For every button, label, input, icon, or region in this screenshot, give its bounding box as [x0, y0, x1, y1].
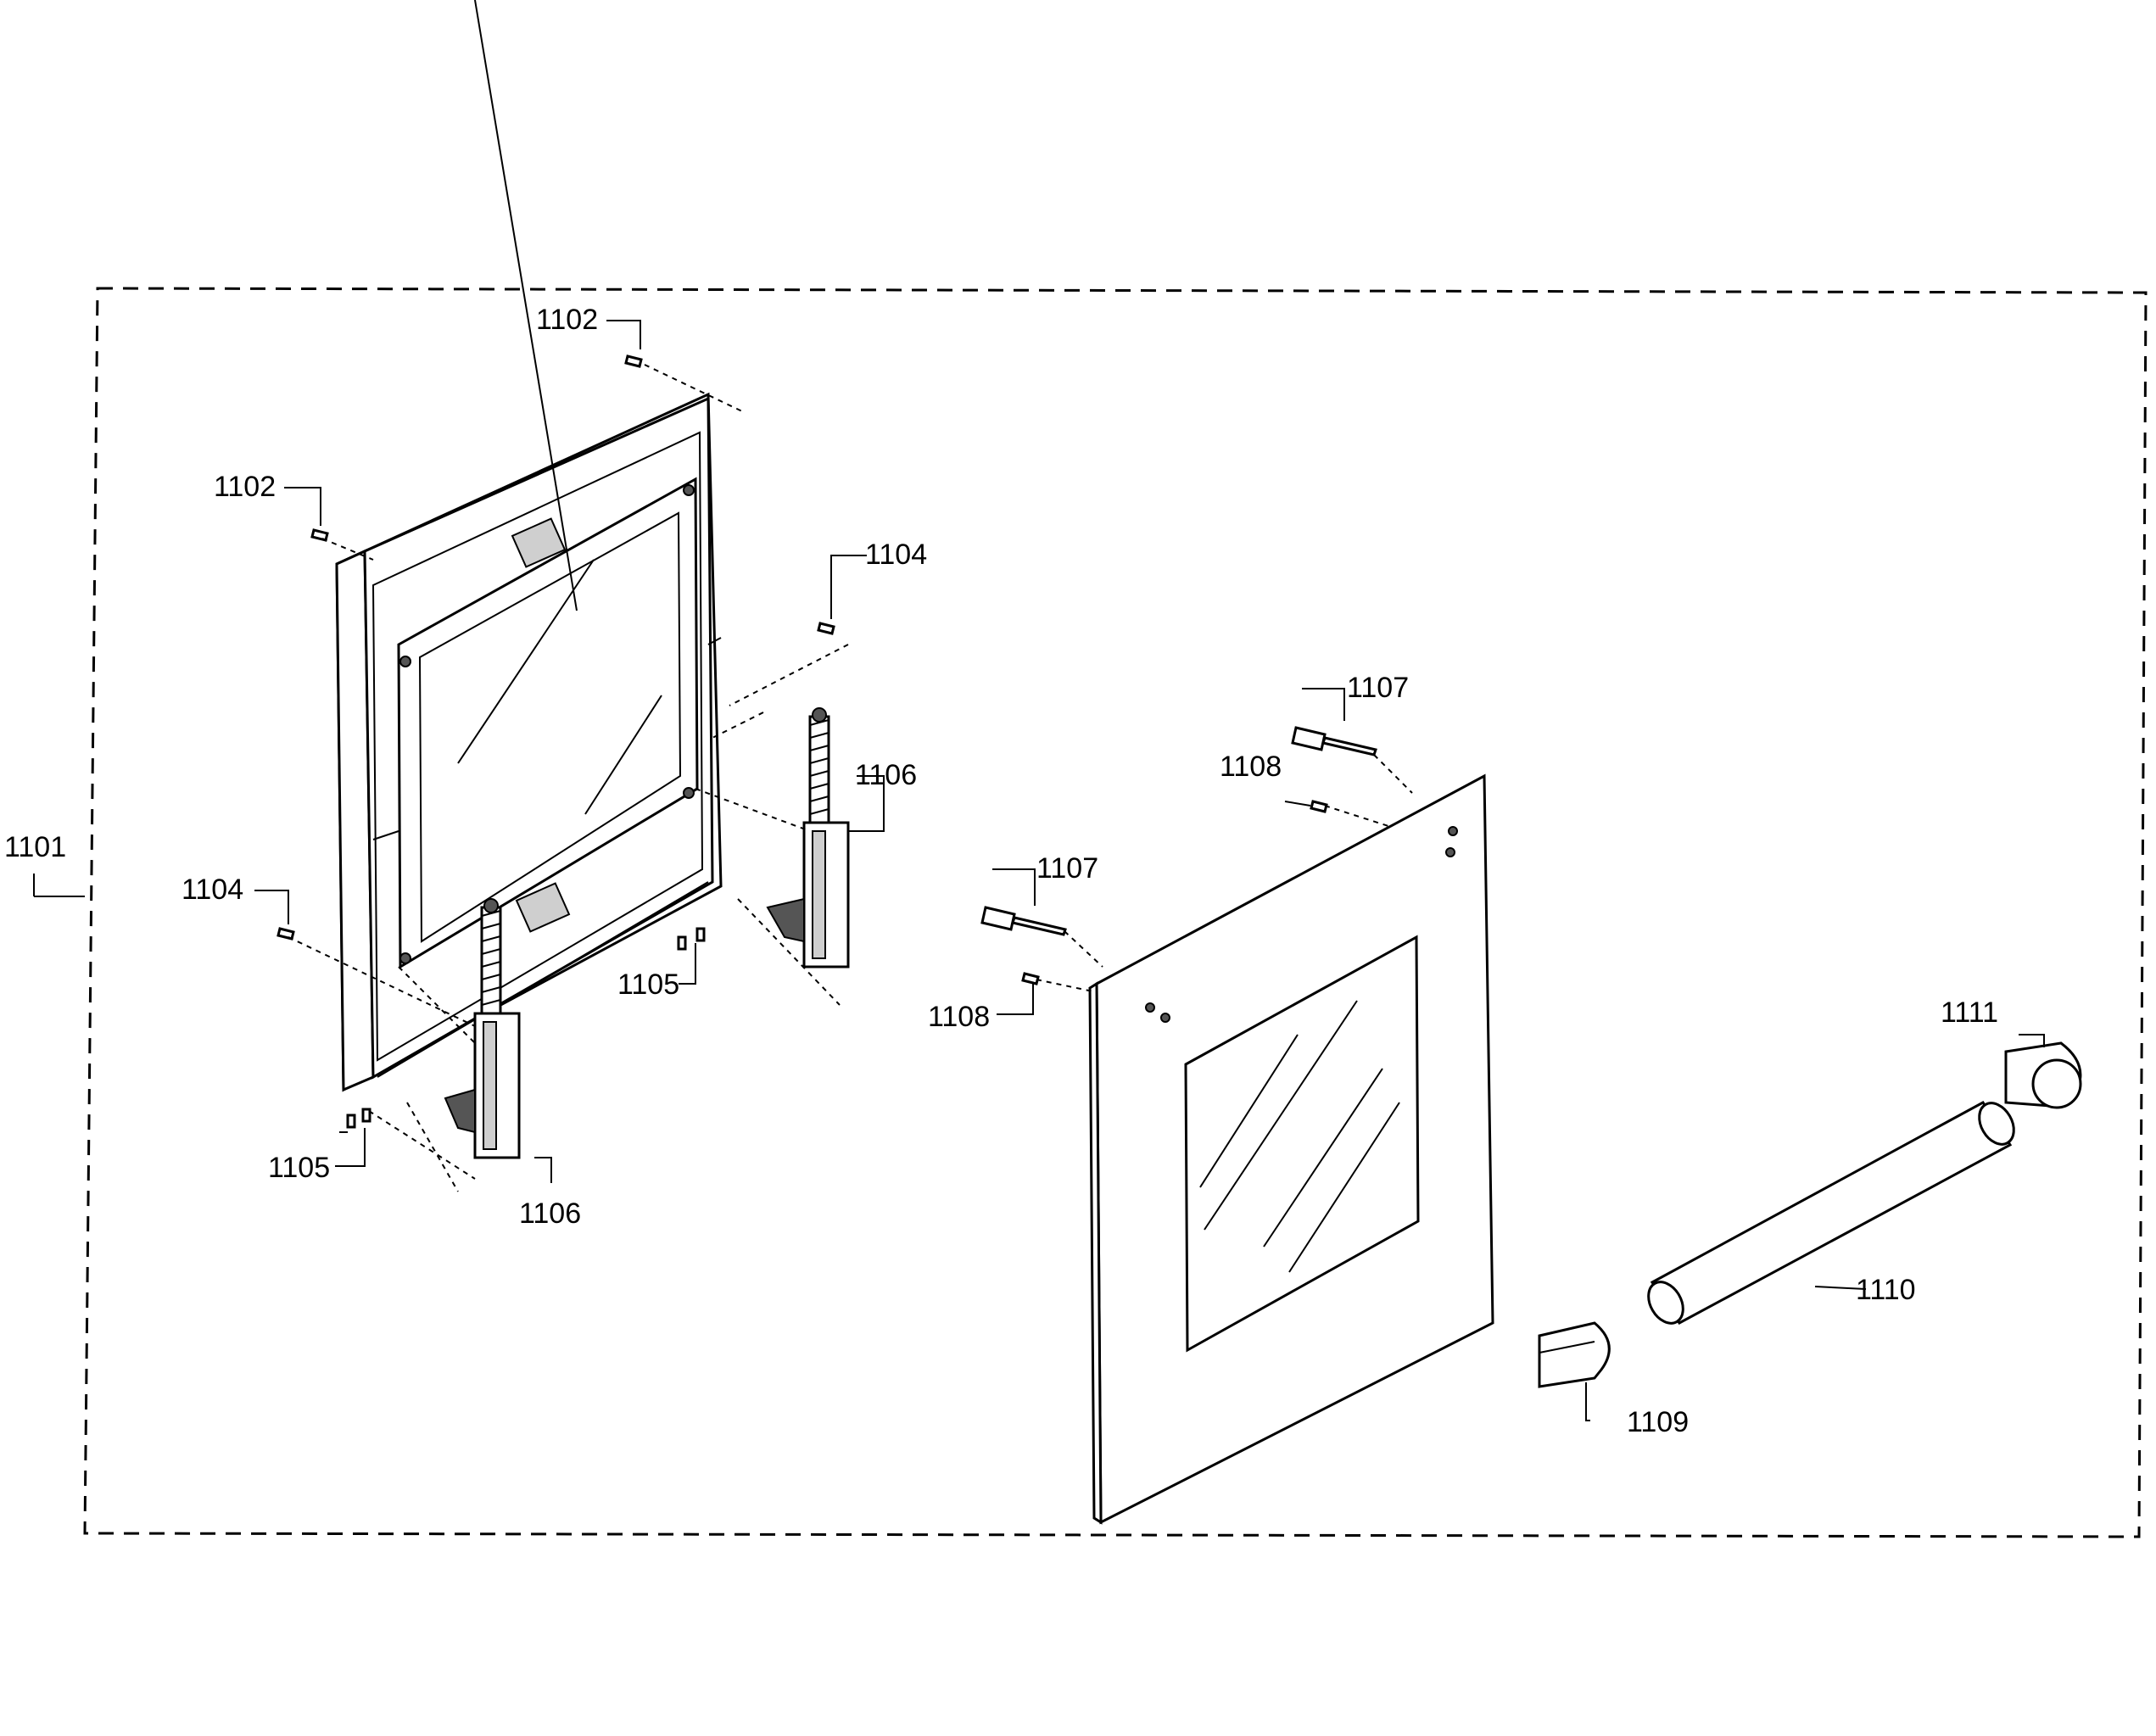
inner-door-frame — [335, 0, 723, 1092]
callout-1110: 1110 — [1856, 1274, 1916, 1306]
callout-1106-left: 1106 — [519, 1197, 581, 1230]
callout-labels: 1101 1102 1102 1104 1104 1105 1105 1106 … — [4, 304, 1998, 1438]
pin-lower — [980, 906, 1067, 936]
outer-door-panel — [1088, 773, 1494, 1525]
pin-upper — [1291, 726, 1377, 756]
callout-1105-center: 1105 — [617, 968, 679, 1001]
callout-1106-right: 1106 — [855, 759, 917, 791]
callout-1109: 1109 — [1627, 1406, 1689, 1438]
callout-1102-top: 1102 — [536, 304, 598, 336]
callout-1107-lower: 1107 — [1036, 852, 1098, 885]
handle-tube — [1647, 1101, 2015, 1325]
callout-1101: 1101 — [4, 831, 66, 863]
handle-endcap-left — [1538, 1321, 1611, 1388]
leader-lines — [254, 320, 2045, 1421]
assembly-boundary — [33, 287, 2148, 1538]
reference-lines — [288, 364, 1413, 1192]
callout-1107-upper: 1107 — [1347, 672, 1409, 704]
callout-1104-left: 1104 — [182, 874, 243, 906]
callout-1105-left: 1105 — [268, 1152, 330, 1184]
callout-1111: 1111 — [1941, 996, 1998, 1029]
hinge-right — [766, 707, 850, 968]
hinge-left — [444, 898, 521, 1159]
callout-1108-upper: 1108 — [1220, 751, 1282, 783]
handle-endcap-right — [2004, 1041, 2082, 1109]
screws — [276, 354, 1328, 1129]
callout-1102-left: 1102 — [214, 471, 276, 503]
callout-1104-right: 1104 — [865, 539, 927, 571]
callout-1108-lower: 1108 — [928, 1001, 990, 1033]
